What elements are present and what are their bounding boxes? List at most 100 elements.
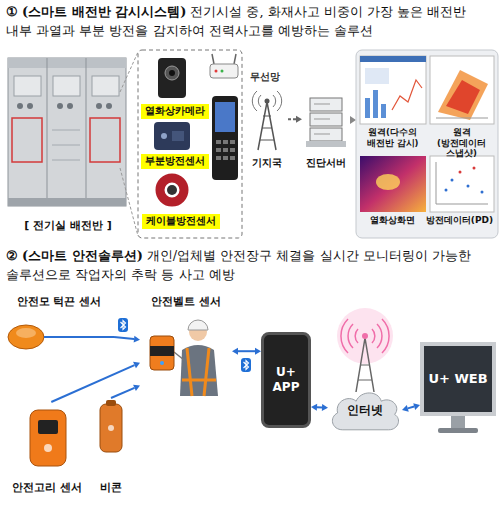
- screenshot-thermal: [360, 156, 426, 212]
- switchboard-photo: [90, 118, 120, 162]
- partial-discharge-sensor-icon: [154, 122, 190, 150]
- gateway-device: [212, 96, 238, 180]
- gateway-device: [215, 102, 235, 132]
- base-station-tower: [258, 102, 276, 150]
- arrow-head: [413, 403, 420, 410]
- router-icon: [210, 54, 238, 78]
- signal-tower: [341, 319, 348, 353]
- screenshot-snapshot: [436, 118, 488, 119]
- server-rack: [310, 128, 342, 141]
- screenshot-remote: [360, 56, 426, 124]
- switchboard-photo: [8, 58, 126, 206]
- gateway-device: [216, 148, 221, 152]
- partial-discharge-sensor-icon: [154, 122, 190, 150]
- worker-figure: [182, 379, 216, 382]
- signal-tower: [348, 324, 353, 348]
- switchboard-photo: [8, 58, 126, 68]
- sensor-label: 부분방전센서: [141, 154, 209, 169]
- node-text: 안전고리 센서: [12, 481, 82, 495]
- thermal-camera-icon: [165, 66, 179, 80]
- heading-text: (스마트 안전솔루션): [22, 248, 143, 263]
- switchboard-photo: [96, 103, 102, 109]
- server-rack: [314, 104, 330, 105]
- screen-panel: [356, 50, 498, 238]
- screenshot-remote: [373, 90, 378, 118]
- base-station-tower: [260, 140, 274, 141]
- base-station-tower: [252, 91, 281, 150]
- switchboard-photo: [52, 160, 80, 161]
- hook-sensor-icon: [30, 410, 66, 466]
- bluetooth-icon: [241, 358, 251, 372]
- screenshot-remote: [360, 56, 426, 124]
- connector: [402, 403, 420, 412]
- server-rack: [306, 141, 346, 147]
- thermal-camera-icon: [169, 70, 175, 76]
- gateway-device: [230, 140, 235, 144]
- connector: [311, 404, 328, 411]
- signal-tower: [372, 329, 375, 343]
- router-icon: [215, 70, 218, 73]
- router-icon: [221, 70, 224, 73]
- base-station-tower: [265, 99, 270, 104]
- connector-line: [51, 365, 134, 402]
- node-text: 케이블방전센서: [146, 215, 216, 228]
- connector-line: [238, 350, 255, 352]
- screenshot-pd-data: [436, 204, 488, 205]
- screenshot-snapshot: [438, 70, 488, 120]
- switchboard-photo: [106, 103, 112, 109]
- server-rack: [314, 119, 330, 120]
- cable-sensor-icon: [160, 178, 184, 202]
- connector-line: [114, 337, 134, 339]
- screenshot-pd-data: [436, 162, 437, 204]
- screenshot-thermal: [376, 174, 400, 190]
- screenshot-pd-data: [459, 171, 462, 174]
- connector: [44, 336, 140, 343]
- screenshot-remote: [360, 56, 426, 62]
- screen-caption: 원격(다수의 배전반 감시): [357, 126, 428, 150]
- helmet-strap-sensor-icon: [8, 325, 44, 349]
- signal-tower: [377, 324, 382, 348]
- node-text: 기지국: [252, 157, 282, 170]
- switchboard-photo: [92, 76, 119, 96]
- switchboard-caption: [ 전기실 배전반 ]: [4, 52, 132, 234]
- switchboard-photo: [57, 103, 63, 109]
- signal-tower: [356, 338, 374, 392]
- router-icon: [212, 54, 214, 64]
- beacon-icon: [108, 425, 114, 431]
- connector: [232, 348, 261, 355]
- screenshot-remote: [381, 104, 386, 118]
- gateway-device: [230, 156, 235, 160]
- heading-text: (스마트 배전반 감시시스템): [22, 4, 186, 19]
- worker-figure: [160, 361, 164, 365]
- connector-line: [288, 118, 296, 120]
- switchboard-photo: [8, 198, 126, 206]
- screenshot-pd-data: [473, 167, 476, 170]
- switchboard-photo: [52, 130, 80, 131]
- heading-text: ②: [6, 248, 18, 263]
- connector: [288, 116, 302, 123]
- router-icon: [210, 64, 238, 78]
- monitor-stand: [438, 428, 478, 433]
- gateway-device: [216, 140, 221, 144]
- node-text: 방전데이터(PD): [426, 215, 493, 226]
- screenshot-pd-data: [451, 179, 454, 182]
- signal-tower: [358, 380, 372, 381]
- node-text: 열화상화면: [370, 215, 415, 226]
- diagnosis-server: 진단서버: [302, 92, 350, 170]
- bluetooth-icon: [244, 361, 249, 370]
- switchboard-photo: [67, 103, 73, 109]
- server-rack: [314, 134, 330, 135]
- node-text: U+ APP: [267, 365, 305, 395]
- switchboard-photo: [47, 58, 48, 206]
- internet-cloud: 인터넷: [328, 388, 402, 432]
- screenshot-snapshot: [430, 56, 494, 124]
- connector-line: [111, 388, 134, 398]
- base-station: 기지국: [246, 92, 288, 170]
- arrow-head: [232, 348, 238, 355]
- worker-figure: [150, 320, 218, 396]
- phone-app: U+ APP: [261, 332, 311, 428]
- signal-tower: [360, 365, 370, 366]
- thermal-camera-icon: [158, 58, 186, 98]
- bluetooth-icon: [118, 318, 128, 332]
- partial-discharge-sensor-icon: [172, 131, 184, 141]
